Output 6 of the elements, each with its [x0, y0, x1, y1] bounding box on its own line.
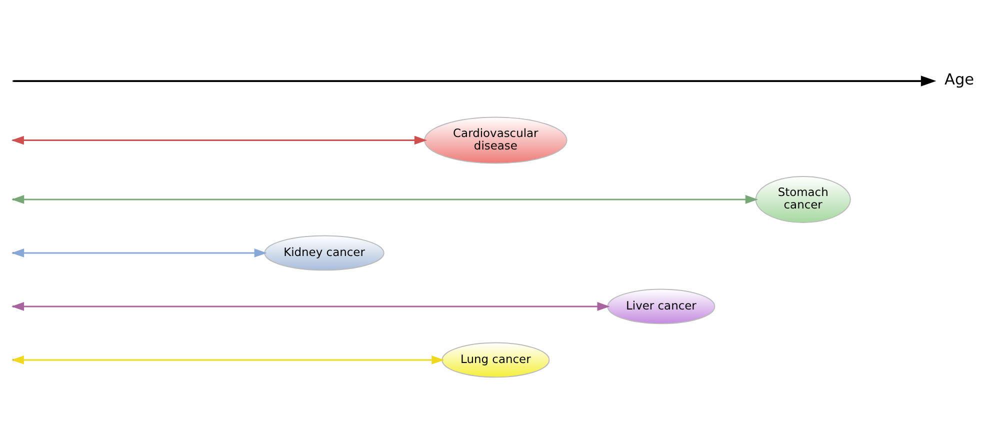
- node-ellipse: Kidney cancer: [264, 234, 384, 270]
- node-ellipse: Lung cancer: [442, 342, 550, 378]
- label: Age: [944, 70, 974, 88]
- node-ellipse: Liver cancer: [607, 288, 716, 324]
- node-ellipse: Stomach cancer: [755, 176, 851, 222]
- node-ellipse: Cardiovascular disease: [424, 116, 568, 164]
